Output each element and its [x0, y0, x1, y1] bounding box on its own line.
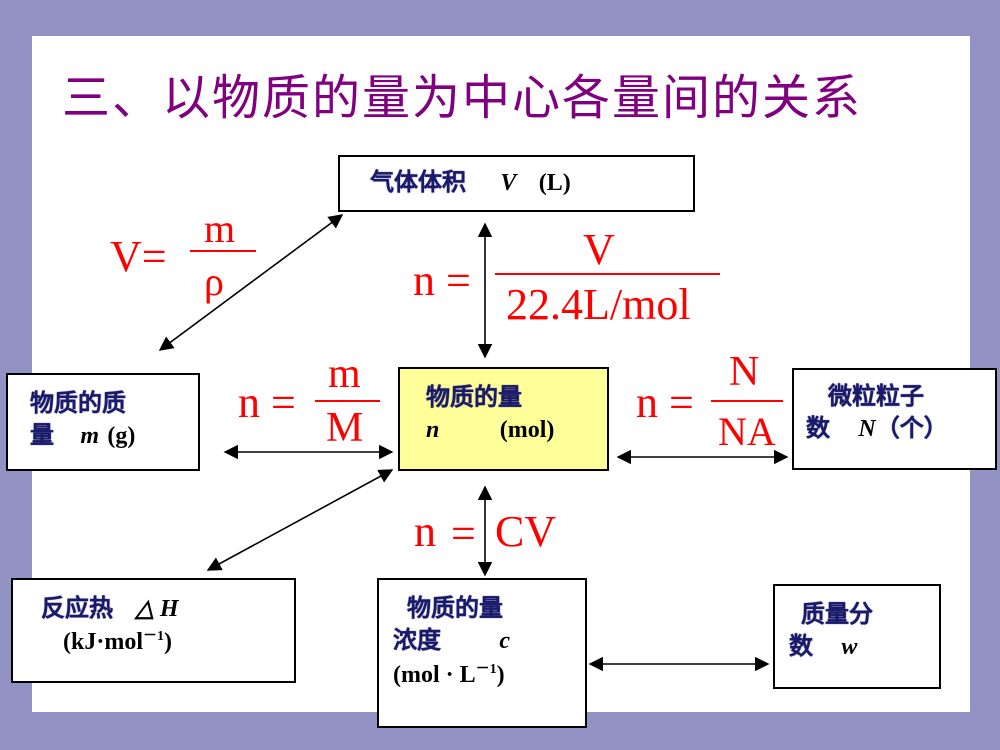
reaction-heat-symbol: △ H — [135, 596, 179, 622]
concentration-box: 物质的量 浓度 c (mol · L－1) — [377, 578, 587, 728]
mass-fraction-label-line1: 质量分 — [801, 600, 873, 628]
avogadro-denominator: NA — [718, 409, 776, 454]
concentration-label-line1: 物质的量 — [407, 594, 503, 622]
mass-label-line1: 物质的质 — [30, 389, 126, 417]
reaction-heat-unit: (kJ·mol — [63, 629, 144, 656]
molar-volume-fraction-bar — [495, 273, 720, 275]
molar-volume-numerator: V — [583, 225, 615, 274]
gas-volume-symbol: V — [500, 170, 517, 196]
concentration-formula-rhs: CV — [495, 507, 557, 556]
particle-symbol: N — [858, 416, 876, 443]
concentration-symbol: c — [499, 628, 511, 655]
avogadro-numerator: N — [729, 349, 760, 395]
concentration-formula-eq: = — [451, 509, 476, 558]
concentration-label-line2: 浓度 — [393, 626, 441, 655]
reaction-heat-label: 反应热 — [41, 594, 113, 622]
volume-density-lhs: V= — [110, 232, 167, 281]
particle-label-line1: 微粒粒子 — [828, 382, 924, 410]
gas-volume-label: 气体体积 — [370, 168, 466, 196]
concentration-formula-lhs: n — [414, 507, 436, 556]
amount-unit: (mol) — [499, 417, 555, 444]
molar-mass-denominator: M — [326, 405, 364, 451]
mass-fraction-label-line2: 数 — [789, 632, 813, 661]
concentration-unit-end: ) — [496, 661, 505, 688]
slide-title: 三、以物质的量为中心各量间的关系 — [62, 70, 863, 126]
amount-label: 物质的量 — [426, 383, 522, 411]
molar-volume-lhs: n = — [413, 256, 471, 305]
concentration-unit: (mol · L — [393, 661, 476, 688]
gas-volume-unit: (L) — [538, 170, 571, 196]
mass-unit: (g) — [107, 423, 136, 450]
avogadro-fraction-bar — [711, 400, 783, 402]
amount-symbol: n — [426, 417, 440, 444]
mass-symbol: m — [80, 423, 100, 450]
mass-fraction-symbol: w — [841, 634, 858, 661]
concentration-exponent: －1 — [475, 661, 497, 677]
molar-volume-denominator: 22.4L/mol — [506, 280, 691, 329]
mass-fraction-box: 质量分 数 w — [773, 584, 941, 689]
molar-mass-numerator: m — [328, 351, 361, 397]
reaction-heat-box: 反应热 △ H (kJ·mol－1) — [11, 578, 296, 683]
gas-volume-box: 气体体积 V (L) — [338, 155, 695, 212]
particle-unit: （个） — [875, 414, 948, 443]
arrow-mass-volume — [158, 214, 344, 351]
mass-box: 物质的质 量 m (g) — [6, 373, 200, 471]
avogadro-lhs: n = — [636, 378, 694, 427]
reaction-heat-unit-end: ) — [164, 629, 173, 656]
mass-label-line2: 量 — [30, 421, 54, 450]
molar-mass-lhs: n = — [238, 378, 296, 427]
amount-of-substance-box: 物质的量 n (mol) — [398, 367, 609, 471]
particle-label-line2: 数 — [806, 414, 830, 443]
arrow-heat-amount — [206, 469, 394, 571]
molar-mass-fraction-bar — [315, 400, 380, 402]
reaction-heat-exponent: －1 — [143, 629, 165, 645]
particle-number-box: 微粒粒子 数 N（个） — [792, 368, 997, 470]
